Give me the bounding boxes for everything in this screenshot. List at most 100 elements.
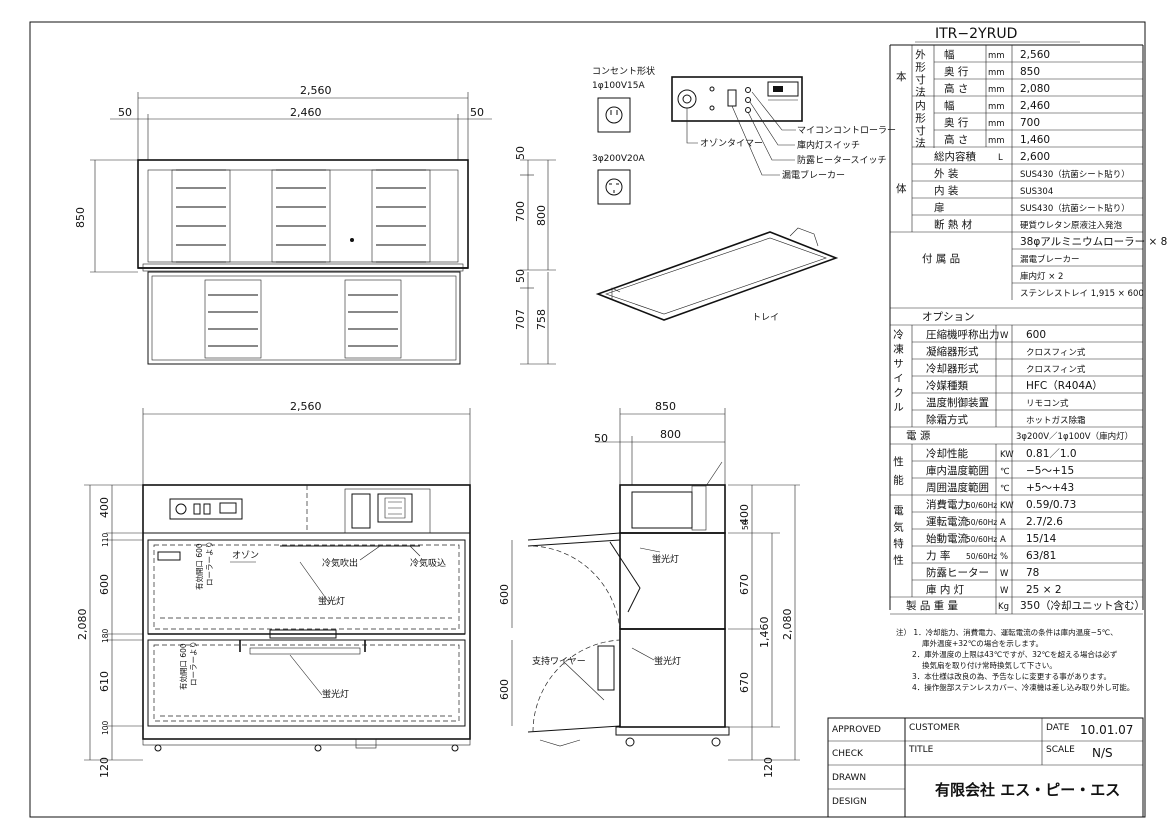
dim-front-120: 120 (98, 757, 111, 778)
tb-approved: APPROVED (832, 725, 881, 735)
dim-width-2460-top: 2,460 (290, 106, 322, 119)
tb-design: DESIGN (832, 797, 867, 807)
spec-dim-value: 2,560 (1020, 49, 1050, 61)
spec-body-value: 硬質ウレタン原液注入発泡 (1020, 220, 1123, 231)
spec-accessory: 38φアルミニウムローラー × 8 (1020, 236, 1167, 248)
spec-dim-unit: mm (988, 68, 1005, 78)
dim-side-800: 800 (660, 428, 681, 441)
spec-cycle-label-vertical: 冷凍サイクル (892, 328, 904, 416)
front-label-opening-2: 有効開口 600 (178, 643, 188, 690)
note-line: 2．庫外温度の上限は43℃ですが、32℃を超える場合は必ず (912, 649, 1117, 659)
spec-body-value: SUS430（抗菌シート貼り） (1020, 203, 1130, 214)
dim-margin-right: 50 (470, 106, 484, 119)
spec-body-label: 外 装 (934, 167, 959, 180)
spec-cycle-label: 冷却器形式 (926, 362, 979, 375)
dim-front-400: 400 (98, 497, 111, 518)
spec-perf-unit: KW (1000, 450, 1014, 460)
note-line: 3．本仕様は改良の為、予告なしに変更する事があります。 (912, 671, 1111, 681)
side-label-fluor-2: 蛍光灯 (654, 655, 681, 667)
spec-cycle-label: 圧縮機呼称出力 (926, 328, 1000, 341)
spec-power-value: 3φ200V／1φ100V（庫内灯） (1016, 431, 1133, 442)
top-view: 2,560 2,460 50 50 850 (74, 84, 556, 365)
spec-main-label-1: 本 (896, 70, 907, 83)
spec-dim-value: 1,460 (1020, 134, 1050, 146)
top-roller-group-5 (344, 279, 402, 359)
spec-weight-unit: Kg (998, 602, 1009, 612)
side-label-fluor-1: 蛍光灯 (652, 553, 679, 565)
tb-company: 有限会社 エス・ピー・エス (935, 781, 1120, 799)
outlet-1-icon (597, 97, 631, 133)
spec-cycle-value: クロスフィン式 (1026, 364, 1086, 375)
front-label-fluor-2: 蛍光灯 (322, 688, 349, 700)
spec-option-label: オプション (922, 311, 975, 323)
spec-elec-sub: 50/60Hz (966, 518, 997, 527)
spec-body-label: 総内容積 (934, 150, 976, 163)
dim-margin-left: 50 (118, 106, 132, 119)
spec-accessory: ステンレストレイ 1,915 × 600 (1020, 289, 1144, 299)
side-label-wire: 支持ワイヤー (532, 655, 586, 667)
dim-front-600: 600 (98, 574, 111, 595)
top-roller-group-3 (371, 169, 431, 263)
spec-cycle-value: クロスフィン式 (1026, 347, 1086, 358)
tb-check: CHECK (832, 749, 864, 759)
spec-accessory: 漏電ブレーカー (1020, 254, 1080, 265)
spec-elec-value: 15/14 (1026, 533, 1057, 545)
label-micro-controller: マイコンコントローラー (797, 125, 896, 136)
note-line: 庫外温度+32℃の場合を示します。 (922, 638, 1043, 648)
spec-perf-value: +5〜+43 (1026, 482, 1074, 494)
title-block: APPROVED CHECK DRAWN DESIGN CUSTOMER TIT… (827, 717, 1144, 818)
dim-width-2560-front: 2,560 (290, 400, 322, 413)
dim-side-670-a: 670 (738, 574, 751, 595)
spec-outer-dims-label: 外形寸法 (914, 49, 926, 99)
spec-accessory-label: 付 属 品 (922, 252, 960, 265)
front-label-fluor-1: 蛍光灯 (318, 595, 345, 607)
top-roller-group-4 (204, 279, 262, 359)
spec-dim-value: 850 (1020, 66, 1040, 78)
spec-dim-label: 幅 (944, 99, 955, 112)
tb-title: TITLE (908, 745, 934, 755)
note-line: 換気扇を取り付け常時換気して下さい。 (922, 660, 1057, 670)
spec-dim-label: 高 さ (944, 82, 968, 95)
spec-elec-value: 25 × 2 (1026, 584, 1062, 596)
spec-perf-unit: ℃ (1000, 484, 1010, 494)
spec-dim-value: 2,080 (1020, 83, 1050, 95)
dim-707: 707 (514, 309, 527, 330)
spec-dim-label: 幅 (944, 48, 955, 61)
spec-cycle-value: ホットガス除霜 (1026, 415, 1086, 426)
spec-dim-unit: mm (988, 51, 1005, 61)
front-control-panel (169, 498, 243, 520)
front-label-exhaust: 冷気吹出 (322, 557, 358, 569)
spec-perf-label-vertical: 性能 (892, 455, 904, 493)
dim-front-180: 180 (101, 628, 110, 643)
spec-elec-unit: % (1000, 552, 1008, 562)
tb-scale: N/S (1092, 746, 1113, 760)
dim-50-b: 50 (514, 269, 527, 283)
spec-cycle-value: 600 (1026, 329, 1046, 341)
front-label-opening-1: 有効開口 600 (194, 543, 204, 590)
spec-dim-unit: mm (988, 102, 1005, 112)
spec-elec-label: 庫 内 灯 (926, 583, 965, 596)
ozone-timer-dial-icon (677, 89, 697, 109)
front-view: 2,560 オゾン 冷気吹出 冷気吸込 蛍光灯 有効開口 600 ローラーより (76, 400, 471, 778)
top-body-outline (137, 159, 469, 269)
sheet-border (29, 21, 1146, 818)
spec-elec-label: 始動電流 (926, 532, 968, 545)
spec-power-label: 電 源 (906, 429, 931, 442)
dim-side-door-600-a: 600 (498, 584, 511, 605)
front-label-opening-2b: ローラーより (189, 641, 198, 686)
spec-perf-value: 0.81／1.0 (1026, 448, 1077, 460)
dim-front-2080: 2,080 (76, 609, 89, 641)
spec-body-value: SUS304 (1020, 187, 1053, 197)
spec-dim-value: 700 (1020, 117, 1040, 129)
dim-depth-850-top: 850 (74, 207, 87, 228)
spec-perf-unit: ℃ (1000, 467, 1010, 477)
spec-elec-unit: KW (1000, 501, 1014, 511)
model-number: ITR−2YRUD (935, 26, 1017, 42)
spec-cycle-label: 除霜方式 (926, 413, 968, 426)
spec-elec-label: 運転電流 (926, 515, 968, 528)
spec-elec-unit: A (1000, 518, 1006, 528)
front-label-ozone: オゾン (232, 550, 259, 561)
outlet-section: コンセント形状 1φ100V15A 3φ200V20A (592, 65, 655, 205)
label-breaker: 漏電ブレーカー (782, 169, 845, 181)
